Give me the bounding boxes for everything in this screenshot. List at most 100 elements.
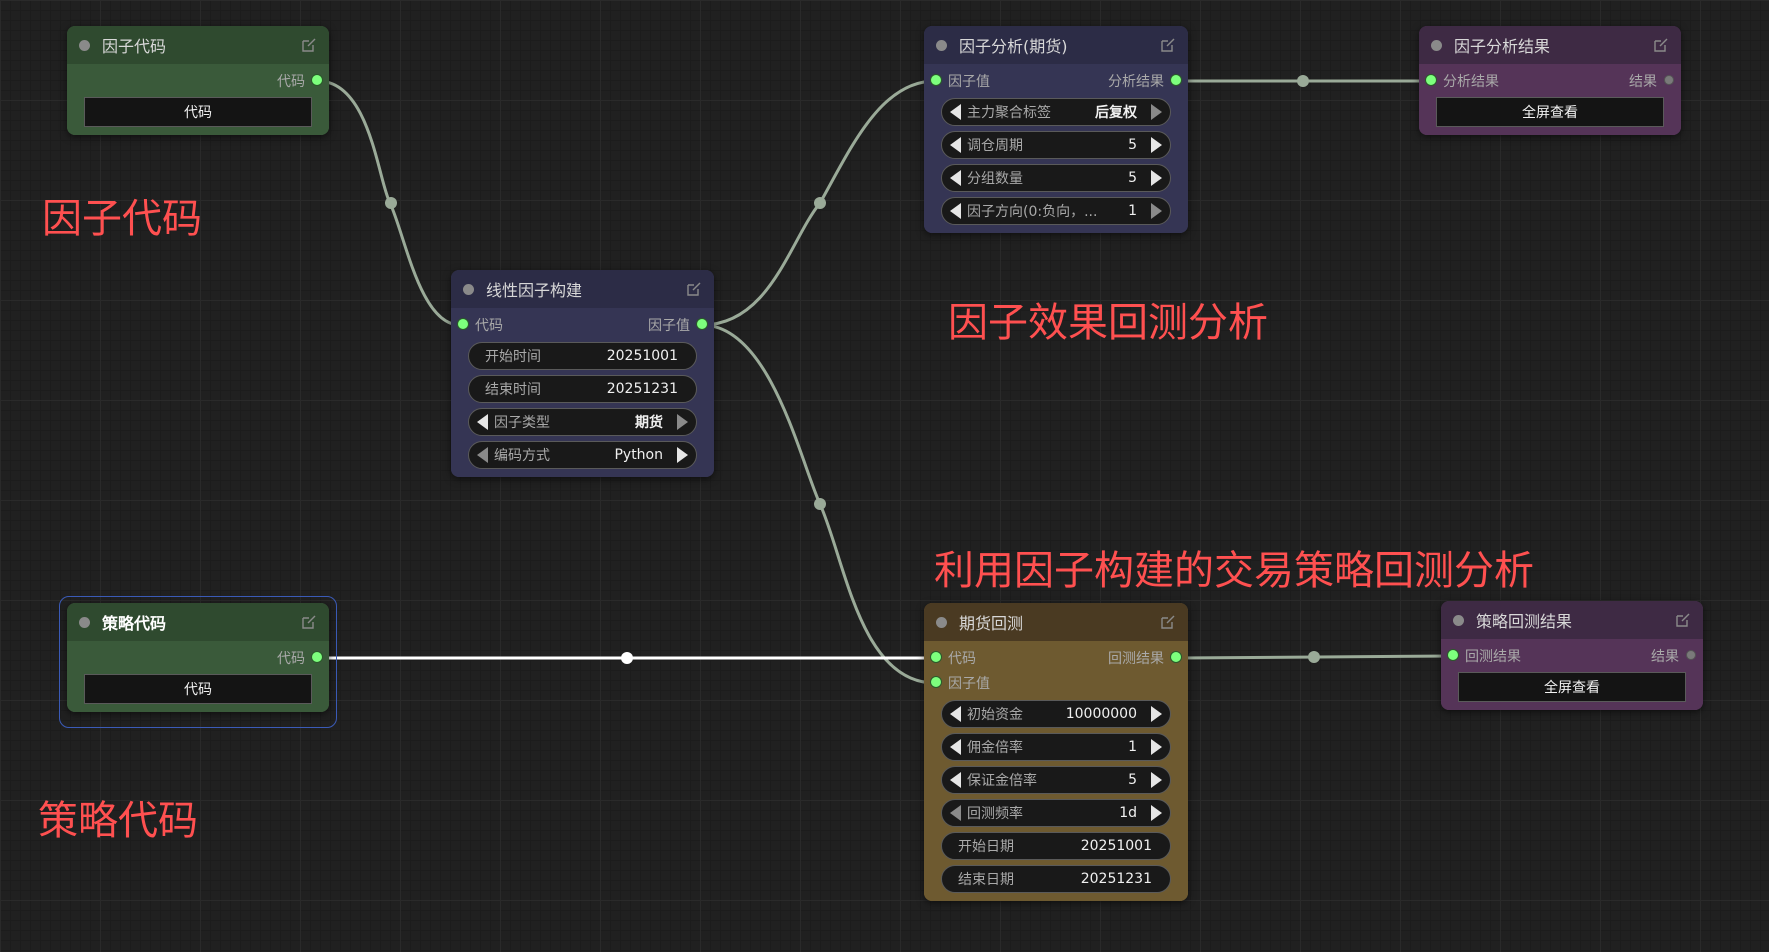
node-title-bar[interactable]: 因子分析(期货) [924, 26, 1188, 64]
node-factor-result[interactable]: 因子分析结果 分析结果 结果 全屏查看 [1419, 26, 1681, 135]
factor-direction-number[interactable]: 因子方向(0:负向，... 1 [941, 197, 1171, 225]
widget-value: 后复权 [1095, 105, 1137, 121]
output-slot[interactable] [1664, 75, 1674, 85]
end-time-field[interactable]: 结束时间 20251231 [468, 375, 697, 403]
wire-midpoint[interactable] [814, 197, 826, 209]
decrement-arrow-icon[interactable] [950, 706, 961, 722]
decrement-arrow-icon[interactable] [950, 170, 961, 186]
widget-value: 20251001 [1080, 838, 1152, 854]
main-contract-label-combo[interactable]: 主力聚合标签 后复权 [941, 98, 1171, 126]
start-date-field[interactable]: 开始日期 20251001 [941, 832, 1171, 860]
collapse-dot-icon[interactable] [1431, 39, 1442, 51]
increment-arrow-icon[interactable] [1151, 805, 1162, 821]
fullscreen-button[interactable]: 全屏查看 [1458, 672, 1686, 702]
decrement-arrow-icon[interactable] [477, 447, 488, 463]
end-date-field[interactable]: 结束日期 20251231 [941, 865, 1171, 893]
node-factor-analysis[interactable]: 因子分析(期货) 因子值 分析结果 主力聚合标签 后复权 调仓周期 5 分组数量… [924, 26, 1188, 233]
node-title-bar[interactable]: 策略代码 [67, 603, 329, 641]
wire-midpoint[interactable] [814, 498, 826, 510]
output-slot[interactable] [312, 75, 322, 85]
fullscreen-button[interactable]: 全屏查看 [1436, 97, 1664, 127]
input-slot[interactable] [931, 75, 941, 85]
commission-multiplier-number[interactable]: 佣金倍率 1 [941, 733, 1171, 761]
widget-label: 因子方向(0:负向，... [967, 204, 1098, 220]
input-slot[interactable] [931, 652, 941, 662]
decrement-arrow-icon[interactable] [950, 203, 961, 219]
collapse-dot-icon[interactable] [79, 39, 90, 51]
increment-arrow-icon[interactable] [1151, 137, 1162, 153]
io-row: 因子值 [924, 670, 1188, 695]
input-slot[interactable] [1426, 75, 1436, 85]
decrement-arrow-icon[interactable] [950, 772, 961, 788]
edit-icon[interactable] [686, 281, 702, 297]
node-title-bar[interactable]: 因子分析结果 [1419, 26, 1681, 64]
increment-arrow-icon[interactable] [677, 447, 688, 463]
node-factor-code[interactable]: 因子代码 代码 代码 [67, 26, 329, 135]
edit-icon[interactable] [1160, 37, 1176, 53]
widget-label: 编码方式 [494, 448, 550, 464]
node-strategy-result[interactable]: 策略回测结果 回测结果 结果 全屏查看 [1441, 601, 1703, 710]
increment-arrow-icon[interactable] [677, 414, 688, 430]
decrement-arrow-icon[interactable] [950, 805, 961, 821]
backtest-frequency-combo[interactable]: 回测频率 1d [941, 799, 1171, 827]
widget-value: 5 [1128, 772, 1137, 788]
encoding-combo[interactable]: 编码方式 Python [468, 441, 697, 469]
output-slot[interactable] [312, 652, 322, 662]
increment-arrow-icon[interactable] [1151, 203, 1162, 219]
edit-icon[interactable] [301, 37, 317, 53]
edit-icon[interactable] [1675, 612, 1691, 628]
output-slot[interactable] [1171, 75, 1181, 85]
output-label: 结果 [1651, 648, 1679, 665]
rebalance-period-number[interactable]: 调仓周期 5 [941, 131, 1171, 159]
decrement-arrow-icon[interactable] [477, 414, 488, 430]
decrement-arrow-icon[interactable] [950, 137, 961, 153]
increment-arrow-icon[interactable] [1151, 772, 1162, 788]
collapse-dot-icon[interactable] [936, 616, 947, 628]
node-futures-backtest[interactable]: 期货回测 代码 回测结果 因子值 初始资金 10000000 佣金倍率 1 保证 [924, 603, 1188, 901]
widget-label: 开始日期 [958, 839, 1014, 855]
widget-value: 1 [1128, 739, 1137, 755]
node-title-bar[interactable]: 策略回测结果 [1441, 601, 1703, 639]
node-title-bar[interactable]: 因子代码 [67, 26, 329, 64]
input-slot[interactable] [458, 319, 468, 329]
node-strategy-code[interactable]: 策略代码 代码 代码 [67, 603, 329, 712]
node-title-bar[interactable]: 线性因子构建 [451, 270, 714, 308]
wire-midpoint[interactable] [385, 197, 397, 209]
initial-capital-number[interactable]: 初始资金 10000000 [941, 700, 1171, 728]
annotation-factor-backtest: 因子效果回测分析 [948, 300, 1268, 346]
node-title-bar[interactable]: 期货回测 [924, 603, 1188, 641]
group-count-number[interactable]: 分组数量 5 [941, 164, 1171, 192]
output-slot[interactable] [1171, 652, 1181, 662]
code-button[interactable]: 代码 [84, 97, 312, 127]
wire-midpoint[interactable] [1297, 75, 1309, 87]
collapse-dot-icon[interactable] [1453, 614, 1464, 626]
increment-arrow-icon[interactable] [1151, 739, 1162, 755]
collapse-dot-icon[interactable] [79, 616, 90, 628]
increment-arrow-icon[interactable] [1151, 104, 1162, 120]
widget-label: 保证金倍率 [967, 773, 1037, 789]
increment-arrow-icon[interactable] [1151, 706, 1162, 722]
increment-arrow-icon[interactable] [1151, 170, 1162, 186]
factor-type-combo[interactable]: 因子类型 期货 [468, 408, 697, 436]
node-linear-factor[interactable]: 线性因子构建 代码 因子值 开始时间 20251001 结束时间 2025123… [451, 270, 714, 477]
edit-icon[interactable] [301, 614, 317, 630]
edit-icon[interactable] [1653, 37, 1669, 53]
output-slot[interactable] [697, 319, 707, 329]
start-time-field[interactable]: 开始时间 20251001 [468, 342, 697, 370]
wire-midpoint[interactable] [1308, 651, 1320, 663]
decrement-arrow-icon[interactable] [950, 104, 961, 120]
input-label: 因子值 [948, 675, 990, 692]
wire-midpoint[interactable] [621, 652, 633, 664]
collapse-dot-icon[interactable] [936, 39, 947, 51]
input-slot[interactable] [931, 677, 941, 687]
decrement-arrow-icon[interactable] [950, 739, 961, 755]
edit-icon[interactable] [1160, 614, 1176, 630]
node-title: 因子分析(期货) [959, 37, 1068, 56]
collapse-dot-icon[interactable] [463, 283, 474, 295]
widget-value: 20251231 [1080, 871, 1152, 887]
input-slot[interactable] [1448, 650, 1458, 660]
input-label: 分析结果 [1443, 73, 1499, 90]
code-button[interactable]: 代码 [84, 674, 312, 704]
output-slot[interactable] [1686, 650, 1696, 660]
margin-multiplier-number[interactable]: 保证金倍率 5 [941, 766, 1171, 794]
